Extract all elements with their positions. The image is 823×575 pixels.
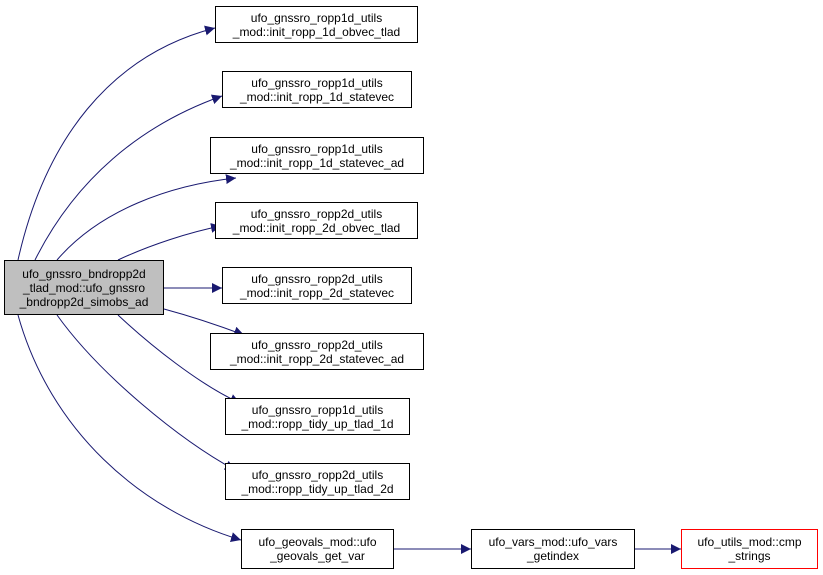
edge-to-init-ropp-1d-obvec-tlad [17, 25, 216, 261]
node-label-line-1: ufo_gnssro_ropp2d_utils [251, 467, 384, 482]
node-label-line-1: ufo_gnssro_ropp1d_utils [251, 75, 383, 90]
node-label-line-1: ufo_gnssro_ropp1d_utils [251, 141, 383, 156]
node-label-line-2: _mod::init_ropp_1d_statevec_ad [229, 155, 405, 170]
node-label-line-2: _mod::init_ropp_1d_statevec [239, 89, 395, 104]
node-ropp-tidy-up-tlad-1d[interactable]: ufo_gnssro_ropp1d_utils _mod::ropp_tidy_… [225, 398, 410, 435]
node-label-line-1: ufo_gnssro_ropp2d_utils [250, 206, 383, 221]
node-label-line-2: _mod::ropp_tidy_up_tlad_1d [241, 416, 394, 431]
root-function-node: ufo_gnssro_bndropp2d _tlad_mod::ufo_gnss… [4, 260, 164, 315]
edge-to-ropp-tidy-up-tlad-2d [56, 314, 236, 471]
edge-to-ufo-geovals-get-var [17, 314, 242, 542]
node-label-line-1: ufo_utils_mod::cmp [697, 535, 802, 549]
node-label-line-2: _mod::ropp_tidy_up_tlad_2d [241, 481, 394, 496]
edge-to-ropp-tidy-up-tlad-1d [117, 314, 241, 404]
edge-to-init-ropp-2d-statevec-ad [163, 308, 245, 337]
edge-to-init-ropp-1d-statevec-ad [56, 174, 237, 261]
node-label-line-2: _strings [728, 549, 771, 563]
node-ufo-geovals-get-var[interactable]: ufo_geovals_mod::ufo _geovals_get_var [241, 529, 394, 569]
edge-to-init-ropp-1d-statevec [34, 94, 223, 261]
node-label-line-2: _geovals_get_var [270, 549, 365, 563]
node-label-line-1: ufo_gnssro_ropp1d_utils [251, 402, 384, 417]
node-label-line-2: _getindex [526, 549, 580, 563]
root-line-2: _tlad_mod::ufo_gnssro [22, 280, 146, 295]
node-init-ropp-1d-obvec-tlad[interactable]: ufo_gnssro_ropp1d_utils _mod::init_ropp_… [215, 6, 418, 43]
node-label-line-2: _mod::init_ropp_2d_statevec_ad [229, 351, 405, 366]
node-init-ropp-1d-statevec-ad[interactable]: ufo_gnssro_ropp1d_utils _mod::init_ropp_… [210, 137, 424, 174]
node-init-ropp-2d-statevec-ad[interactable]: ufo_gnssro_ropp2d_utils _mod::init_ropp_… [210, 333, 424, 370]
node-label-line-1: ufo_gnssro_ropp2d_utils [251, 271, 383, 286]
node-label-line-1: ufo_geovals_mod::ufo [258, 535, 377, 549]
node-label-line-1: ufo_vars_mod::ufo_vars [488, 535, 618, 549]
node-ufo-utils-cmp-strings[interactable]: ufo_utils_mod::cmp _strings [681, 529, 818, 569]
node-ropp-tidy-up-tlad-2d[interactable]: ufo_gnssro_ropp2d_utils _mod::ropp_tidy_… [225, 463, 410, 500]
node-init-ropp-2d-obvec-tlad[interactable]: ufo_gnssro_ropp2d_utils _mod::init_ropp_… [215, 202, 418, 239]
node-label-line-2: _mod::init_ropp_2d_obvec_tlad [232, 220, 401, 235]
node-label-line-2: _mod::init_ropp_2d_statevec [239, 285, 395, 300]
node-label-line-1: ufo_gnssro_ropp1d_utils [250, 10, 383, 25]
node-label-line-2: _mod::init_ropp_1d_obvec_tlad [232, 24, 401, 39]
node-ufo-vars-getindex[interactable]: ufo_vars_mod::ufo_vars _getindex [471, 529, 635, 569]
node-init-ropp-2d-statevec[interactable]: ufo_gnssro_ropp2d_utils _mod::init_ropp_… [222, 267, 412, 304]
node-init-ropp-1d-statevec[interactable]: ufo_gnssro_ropp1d_utils _mod::init_ropp_… [222, 71, 412, 108]
edge-to-init-ropp-2d-obvec-tlad [117, 222, 222, 261]
node-label-line-1: ufo_gnssro_ropp2d_utils [251, 337, 383, 352]
root-line-1: ufo_gnssro_bndropp2d [22, 266, 146, 281]
root-line-3: _bndropp2d_simobs_ad [19, 294, 149, 309]
